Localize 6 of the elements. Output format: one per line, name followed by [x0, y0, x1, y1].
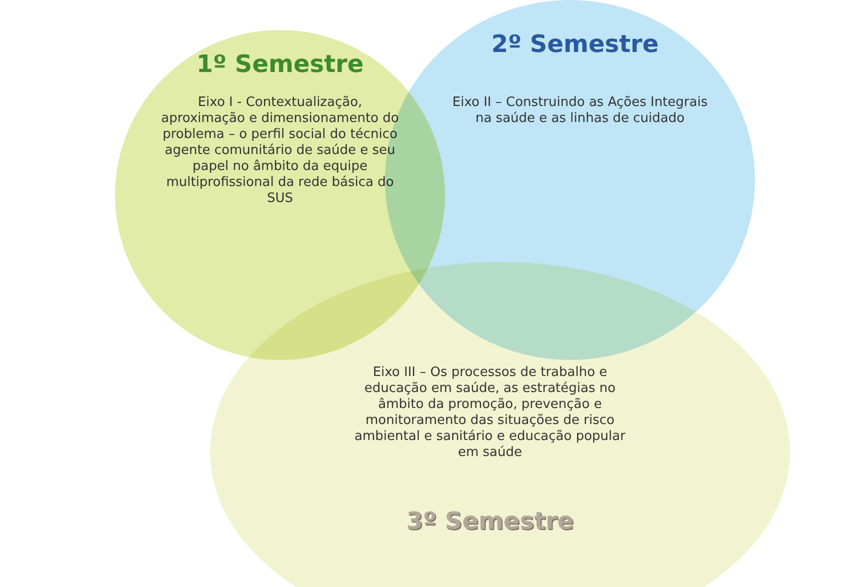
axis-description: Eixo I - Contextualização, aproximação e dimensionamento do problema – o perfil social do técnico agente comunitário de saúde e seu papel no âmbito da equipe multiprofissional da rede básica do SUS	[160, 95, 400, 207]
semester-heading: 2º Semestre	[490, 30, 660, 58]
axis-description: Eixo III – Os processos de trabalho e educação em saúde, as estratégias no âmbito da promoção, prevenção e monitoramento das situações de risco ambiental e sanitário e educação popular em saúde	[354, 365, 626, 461]
semester-heading: 3º Semestre	[405, 507, 575, 535]
axis-description: Eixo II – Construindo as Ações Integrais na saúde e as linhas de cuidado	[451, 95, 709, 127]
semester-heading: 1º Semestre	[195, 50, 365, 78]
